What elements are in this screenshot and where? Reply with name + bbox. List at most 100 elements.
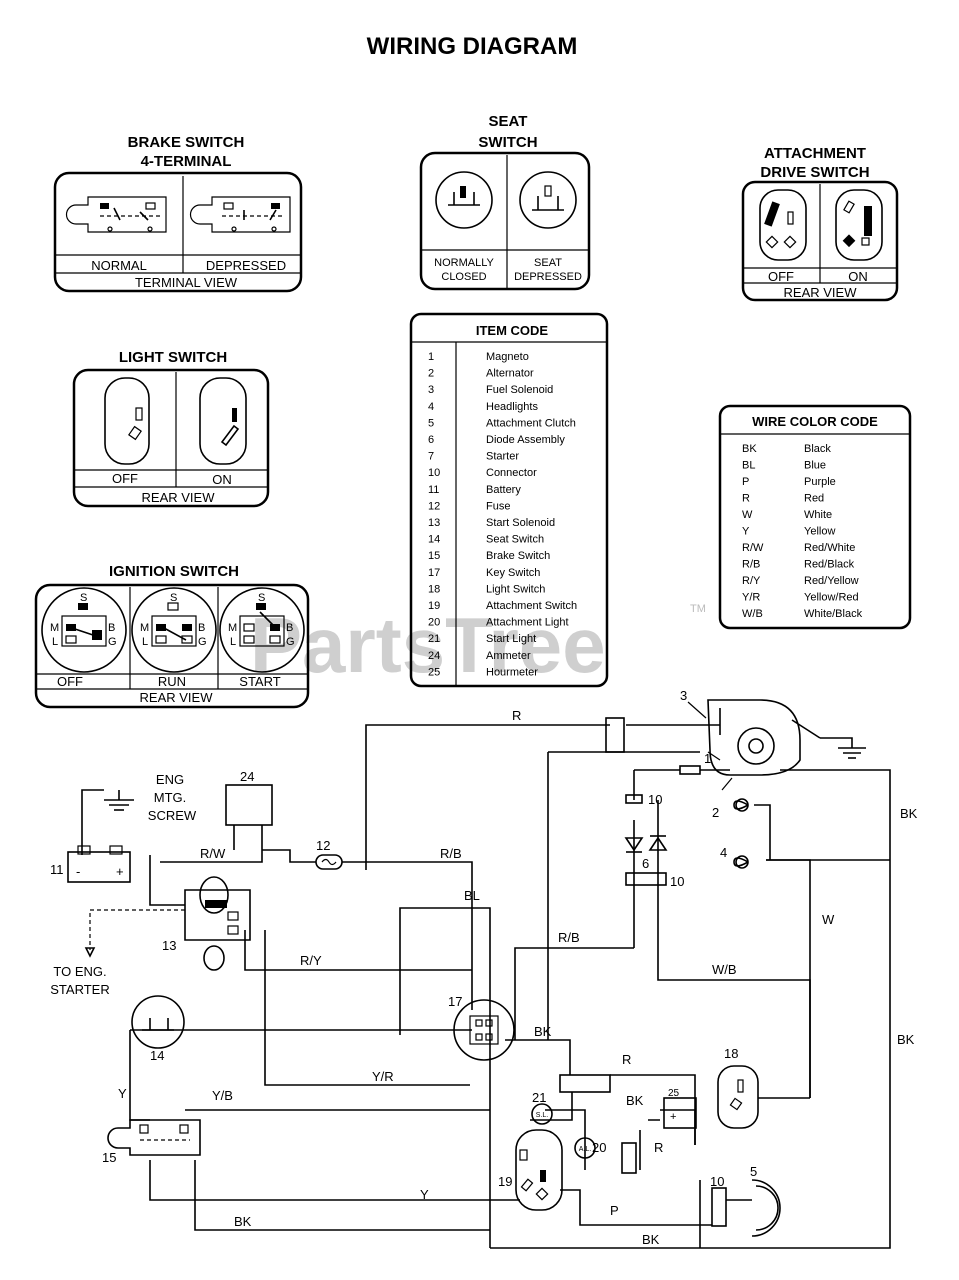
wire-label-yb: Y/B [212,1088,233,1103]
wire-color-code: R [742,493,750,505]
wire-label-bk-bottom-right: BK [642,1232,660,1247]
wire-color-name: Yellow [804,526,835,538]
wire-label-rw: R/W [200,846,226,861]
item-code-name: Seat Switch [486,534,544,546]
wire-color-name: Red/White [804,542,855,554]
wire-color-code: Y [742,526,750,538]
diode-assembly-icon [624,835,668,886]
ignition-switch-panel: IGNITION SWITCH S M L B G [34,563,310,709]
wire-label-y-bottom: Y [420,1187,429,1202]
wire-color-code: BL [742,460,755,472]
attachment-switch-icon [515,1129,563,1211]
connector-icon [559,1074,611,1093]
brake-switch-depressed-icon [189,196,291,233]
ignition-start-terminal-g: G [286,636,295,648]
ignition-start-terminal-l: L [230,636,236,648]
wire-color-code-frame [718,404,912,630]
seat-switch-frame [419,151,591,291]
brake-switch-normal-icon [65,196,167,233]
attachment-switch-subtitle: DRIVE SWITCH [760,164,869,181]
wire-color-name: Yellow/Red [804,592,859,604]
item-code-name: Starter [486,451,519,463]
attachment-switch-off-label: OFF [768,269,794,284]
brake-switch-normal-label: NORMAL [91,258,147,273]
item-code-number: 14 [428,534,440,546]
ignition-switch-title: IGNITION SWITCH [109,563,239,580]
item-code-number: 24 [428,650,440,662]
seat-switch-subtitle: SWITCH [478,134,537,151]
hourmeter-icon: + [663,1097,697,1129]
component-number-5: 5 [750,1164,757,1179]
wire-label-r-25: R [654,1140,663,1155]
item-code-number: 11 [428,484,439,496]
connector-icon [625,794,643,804]
wire-color-name: Black [804,443,831,455]
ignition-off-terminal-g: G [108,636,117,648]
component-number-14: 14 [150,1048,164,1063]
wire-color-code: P [742,476,749,488]
item-code-number: 1 [428,351,434,363]
item-code-number: 5 [428,417,434,429]
magneto-icon [700,699,821,776]
watermark-text: PartsTree [250,601,606,689]
attachment-switch-view-label: REAR VIEW [784,285,858,300]
component-number-6: 6 [642,856,649,871]
component-number-21: 21 [532,1090,546,1105]
wire-color-name: White [804,509,832,521]
ignition-start-terminal-s: S [258,592,265,604]
item-code-name: Attachment Light [486,617,569,629]
brake-switch-view-label: TERMINAL VIEW [135,275,238,290]
ignition-run-terminal-g: G [198,636,207,648]
light-switch-off-icon [104,377,150,465]
wire-color-code: Y/R [742,592,760,604]
component-number-24: 24 [240,769,254,784]
to-eng-line2: STARTER [50,982,109,997]
wire-label-bk-right-bottom: BK [897,1032,915,1047]
wire-color-code: W/B [742,608,763,620]
item-code-number: 17 [428,567,440,579]
item-code-name: Headlights [486,401,538,413]
key-switch-icon [453,999,515,1061]
light-switch-on-label: ON [212,472,232,487]
brake-switch-depressed-label: DEPRESSED [206,258,286,273]
attachment-switch-title: ATTACHMENT [764,145,866,162]
component-number-20: 20 [592,1140,606,1155]
wire-label-yr: Y/R [372,1069,394,1084]
item-code-name: Diode Assembly [486,434,565,446]
light-switch-on-icon [199,377,247,465]
wire-color-code: W [742,509,753,521]
start-solenoid-icon [184,876,251,971]
battery-minus: - [76,864,80,879]
seat-switch-right-line2: DEPRESSED [514,271,582,283]
light-switch-frame [72,368,270,508]
headlight-icon [733,798,771,869]
ignition-start-terminal-m: M [228,622,237,634]
wire-label-bl: BL [464,888,480,903]
component-number-15: 15 [102,1150,116,1165]
brake-switch-icon [107,1119,201,1156]
battery-plus: + [116,864,124,879]
component-number-12: 12 [316,838,330,853]
item-code-name: Attachment Switch [486,600,577,612]
item-code-name: Start Solenoid [486,517,555,529]
seat-switch-closed-icon [435,171,493,229]
wire-color-name: White/Black [804,608,863,620]
component-number-10c: 10 [710,1174,724,1189]
ignition-start-icon: S M L B G [219,587,305,673]
seat-switch-left-line1: NORMALLY [434,257,494,269]
wire-color-code: R/W [742,542,764,554]
ignition-run-terminal-l: L [142,636,148,648]
brake-switch-title: BRAKE SWITCH [128,134,245,151]
connector-icon [711,1187,727,1227]
brake-switch-subtitle: 4-TERMINAL [141,153,232,170]
ignition-off-terminal-b: B [108,622,115,634]
ignition-start-terminal-b: B [286,622,293,634]
item-code-frame [409,312,609,688]
connector-icon [679,765,701,775]
wire-label-y-left: Y [118,1086,127,1101]
component-number-10b: 10 [670,874,684,889]
item-code-name: Battery [486,484,521,496]
